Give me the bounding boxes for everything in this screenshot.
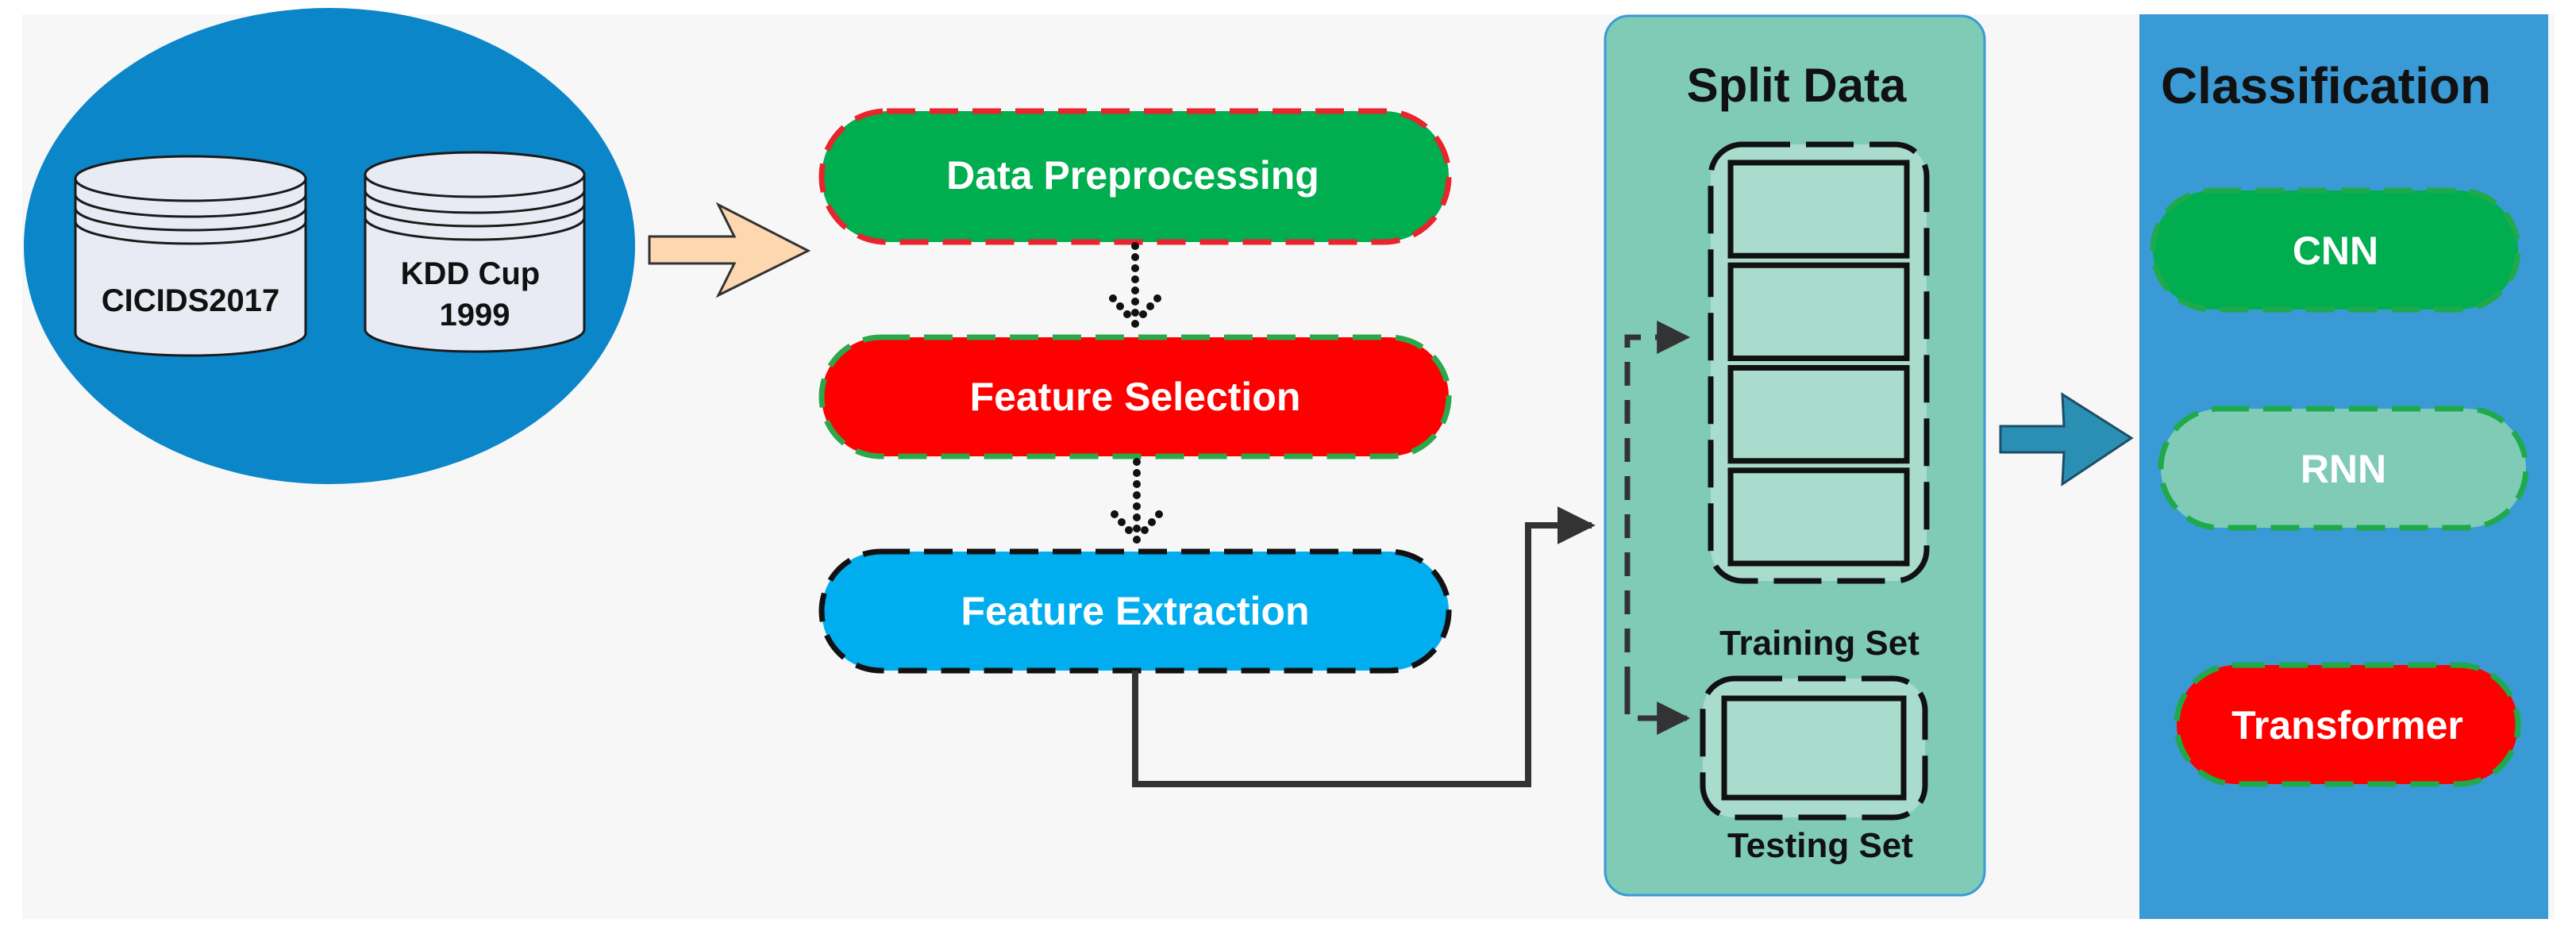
model-rnn [2158,406,2529,531]
stage-feature-selection [818,334,1452,459]
extraction-to-split-connector [1132,506,1596,787]
dataset-drum-cicids2017: CICIDS2017 [74,155,307,357]
model-cnn [2150,187,2521,313]
testing-block [1721,695,1907,801]
dataset-group: CICIDS2017 KDD Cup 1999 [24,8,635,484]
training-block [1727,160,1910,259]
training-block [1727,467,1910,567]
split-to-testing-arrow [1624,690,1691,735]
split-data-panel: Split Data Training Set Testing Set [1604,14,1986,897]
training-block [1727,365,1910,464]
output-arrow [1999,392,2134,486]
stage-feature-selection-label: Feature Selection [970,375,1301,419]
stage-data-preprocessing-label: Data Preprocessing [946,153,1319,198]
testing-set-blocks [1721,695,1907,801]
dataset-oval [24,8,635,484]
classification-panel: Classification CNN RNN Transformer [2139,14,2548,919]
classification-title: Classification [2161,57,2491,114]
testing-set-label: Testing Set [1727,826,1913,865]
input-arrow [648,202,811,298]
down-arrow-1 [1109,242,1161,328]
model-rnn-label: RNN [2301,447,2386,491]
down-arrow-2 [1111,458,1163,544]
model-cnn-label: CNN [2293,229,2378,273]
training-set-blocks [1727,160,1910,567]
dataset-drum-kdd-cup-1999: KDD Cup 1999 [364,151,586,353]
stage-feature-extraction-label: Feature Extraction [961,589,1309,633]
model-transformer-label: Transformer [2231,703,2463,748]
pipeline-stages: Data Preprocessing Feature Selection Fea… [818,108,1452,674]
training-block [1727,262,1910,361]
split-to-training-arrow [1624,321,1691,690]
dataset-label-cicids2017: CICIDS2017 [102,283,280,318]
training-set-label: Training Set [1719,624,1919,663]
split-data-title: Split Data [1687,59,1907,112]
dataset-label-kdd-cup: KDD Cup 1999 [401,256,549,333]
model-transformer [2174,662,2521,787]
